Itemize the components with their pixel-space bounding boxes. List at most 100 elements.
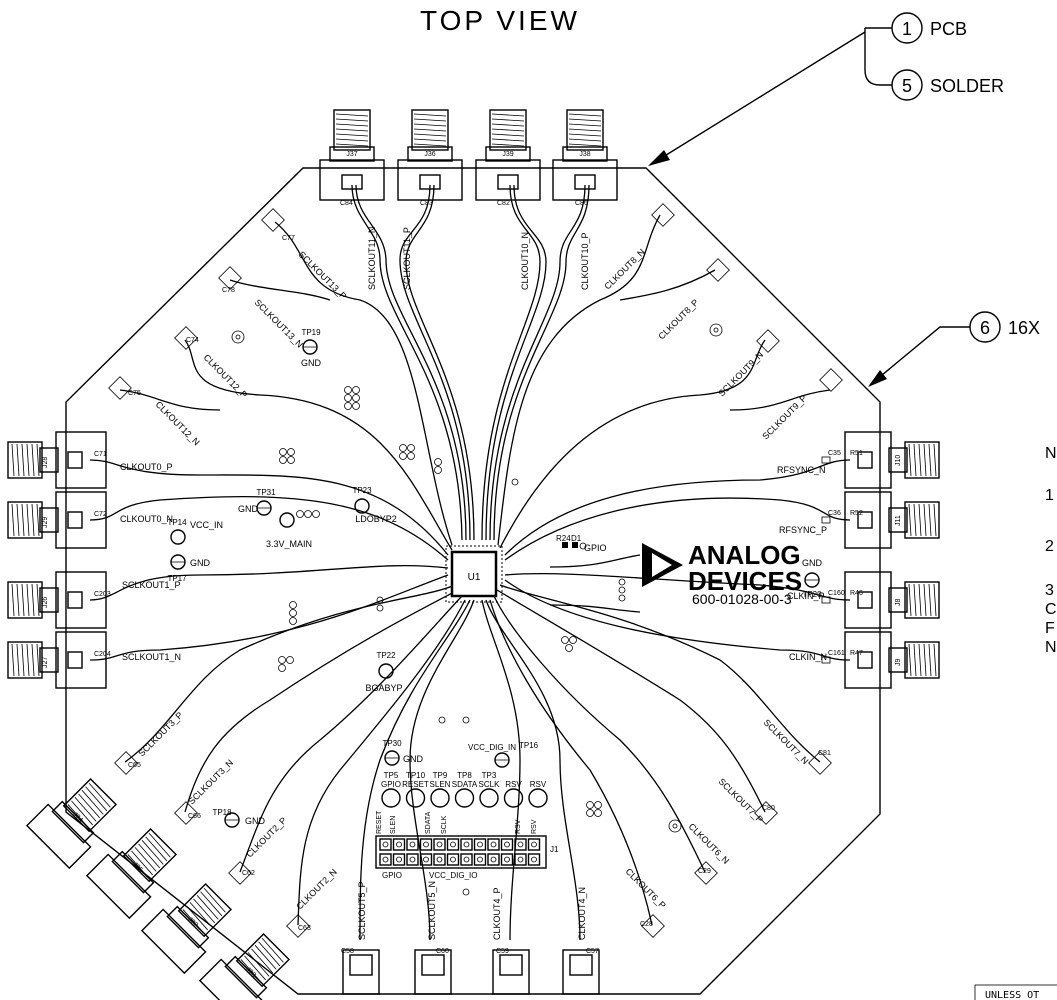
connector-ref: J36 xyxy=(424,151,435,158)
header-pin xyxy=(446,838,460,851)
tp-label: TP16 xyxy=(519,741,539,750)
note-letter: 3 xyxy=(1045,582,1054,599)
header-ref: J1 xyxy=(550,845,559,854)
callout-arrow-pcb xyxy=(649,31,866,166)
note-letter: C xyxy=(1045,601,1057,618)
label-left-0: CLKOUT0_P xyxy=(120,462,173,472)
label-top-1: SCLKOUT11_P xyxy=(402,227,412,290)
label-clkout12-p: CLKOUT12_P xyxy=(202,352,250,400)
tp-net: LDOBYP2 xyxy=(355,514,397,524)
header-gpio-label: GPIO xyxy=(382,871,402,880)
header-bottom-label: VCC_DIG_IO xyxy=(429,871,477,880)
tp-label: TP19 xyxy=(301,328,321,337)
callout-arrow-16x xyxy=(869,326,970,386)
bl-sma-0: J24 xyxy=(25,777,118,870)
callout-number: 6 xyxy=(980,318,990,338)
tp-net: GND xyxy=(802,558,823,568)
top-sma-1: J36 xyxy=(397,109,463,201)
tp-row-ref: TP5 xyxy=(384,771,399,780)
tp-label: TP17 xyxy=(167,574,187,583)
tp-row-name: RSV xyxy=(505,780,522,789)
label-clkout8-p: CLKOUT8_P xyxy=(656,297,700,341)
connector-ref: J26 xyxy=(42,597,49,608)
cap-ref: C81 xyxy=(818,750,831,757)
tp-row-name: SLEN xyxy=(430,780,451,789)
arrowhead xyxy=(648,150,670,166)
bl-sma-3: J23 xyxy=(198,932,291,1000)
label-sclkout5-p: SCLKOUT5_P xyxy=(357,881,367,940)
tp-net: VCC_DIG_IN xyxy=(468,743,516,752)
header-pin-label: SCLK xyxy=(441,815,448,834)
top-sma-2: J39 xyxy=(475,109,541,201)
label-clkout6-p: CLKOUT6_P xyxy=(624,866,668,910)
unless-note: UNLESS OT xyxy=(985,990,1039,1000)
label-sclkout3-p: SCLKOUT3_P xyxy=(136,710,184,758)
label-clkout8-n: CLKOUT8_N xyxy=(602,247,647,292)
cap-ref: C57 xyxy=(586,948,599,955)
pcb-outline xyxy=(65,167,881,995)
drawing-title: TOP VIEW xyxy=(420,5,580,36)
header-pin xyxy=(473,838,487,851)
connector-ref: J9 xyxy=(895,659,902,667)
ref-label: D1 xyxy=(571,534,582,543)
label-right-2: CLKIN_P xyxy=(787,591,825,601)
callout-number: 1 xyxy=(902,19,912,39)
callout-pcb: 1 PCB xyxy=(891,12,967,44)
label-top-2: CLKOUT10_N xyxy=(520,232,530,290)
tp-label: TP30 xyxy=(382,739,402,748)
tp-label: TP14 xyxy=(167,518,187,527)
header-pin xyxy=(379,838,392,851)
cap-ref: C58 xyxy=(341,948,354,955)
res-ref: R52 xyxy=(850,510,863,517)
header-pin xyxy=(419,838,433,851)
tp-net: VCC_IN xyxy=(190,520,223,530)
top-sma-3: J38 xyxy=(552,109,618,201)
test-points xyxy=(170,339,820,828)
diagonal-components xyxy=(108,203,843,995)
chip-label: U1 xyxy=(468,572,481,583)
connector-ref: J39 xyxy=(502,151,513,158)
tp-label: TP18 xyxy=(212,808,232,817)
cap-ref: C74 xyxy=(186,337,199,344)
label-sclkout3-n: SCLKOUT3_N xyxy=(186,758,235,807)
label-right-3: CLKIN_N xyxy=(789,652,827,662)
header-pin xyxy=(406,853,419,866)
tp-row-ref: TP10 xyxy=(406,771,426,780)
label-left-3: SCLKOUT1_N xyxy=(122,652,181,662)
header-pin xyxy=(446,853,460,866)
header-pin-label: RSV xyxy=(515,819,522,834)
connector-ref: J38 xyxy=(579,151,590,158)
cap-ref: C62 xyxy=(242,870,255,877)
u1-chip: U1 xyxy=(445,545,503,603)
part-number: 600-01028-00-3 xyxy=(692,591,792,607)
capacitor-refs: C77 C78 C74 C75 C65 C66 C62 C63 C81 C80 … xyxy=(128,200,831,955)
header-pin-label: RESET xyxy=(376,810,383,834)
tp-row-item-5: RSV xyxy=(503,780,524,808)
callout-text: 16X xyxy=(1008,318,1040,338)
cap-ref: C63 xyxy=(298,925,311,932)
cap-ref: C80 xyxy=(762,805,775,812)
connector-ref: J8 xyxy=(895,599,902,607)
label-top-3: CLKOUT10_P xyxy=(580,232,590,290)
connector-ref: J28 xyxy=(42,457,49,468)
tp-net: GND xyxy=(403,754,424,764)
header-pin-label: SLEN xyxy=(390,816,397,834)
header-pin xyxy=(527,838,541,851)
callout-leader xyxy=(864,27,892,86)
header-pin xyxy=(527,853,541,866)
logo-line-1: ANALOG xyxy=(688,540,801,570)
tp-net: 3.3V_MAIN xyxy=(266,539,312,549)
header-pin xyxy=(460,853,473,866)
cap-ref: C72 xyxy=(94,511,107,518)
cap-ref: C86 xyxy=(575,200,588,207)
label-clkout4-p: CLKOUT4_P xyxy=(492,887,502,940)
